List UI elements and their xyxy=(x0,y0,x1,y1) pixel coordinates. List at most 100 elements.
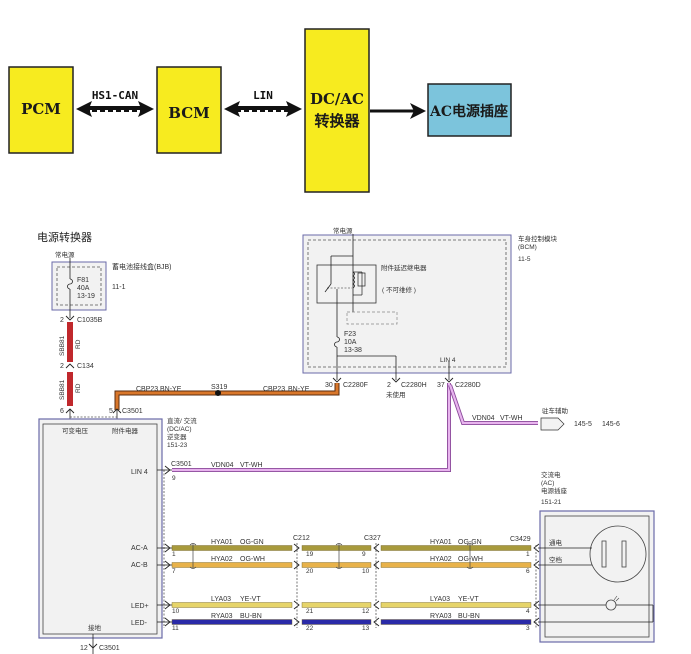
cbp23-circuit-2: CBP23 xyxy=(263,386,285,393)
pin-label-ac-a: AC-A xyxy=(131,545,148,552)
lin-connector-label: C3501 xyxy=(171,461,192,468)
bjb-supply-label: 常电源 xyxy=(55,250,75,259)
socket-name-line2: (AC) xyxy=(541,480,554,487)
socket-neutral-label: 空档 xyxy=(549,555,562,564)
lin-bus-arrow xyxy=(224,101,302,117)
c2280h-note: 未使用 xyxy=(386,390,406,399)
socket-name-line1: 交流电 xyxy=(541,470,561,479)
c327-pin-icon xyxy=(373,543,380,553)
c212-pin-number: 20 xyxy=(306,568,314,575)
dcac-label-line1: DC/AC xyxy=(310,90,364,108)
ground-connector-icon xyxy=(88,643,98,649)
hs1-can-bus-arrow xyxy=(76,101,154,117)
converter-name-line2: (DC/AC) xyxy=(167,426,192,433)
sbb81-circuit-1: SBB81 xyxy=(59,335,66,356)
vdn04-color: VT-WH xyxy=(240,462,263,469)
s319-label: S319 xyxy=(211,384,227,391)
ac-socket-block xyxy=(427,83,512,137)
pin-label-ac-b: AC-B xyxy=(131,562,148,569)
c327-pin-number: 12 xyxy=(362,608,370,615)
converter-pins xyxy=(88,465,172,654)
c2280h-label: C2280H xyxy=(401,382,427,389)
c327-pin-icon xyxy=(373,560,380,570)
fuse-f81-icon xyxy=(67,278,73,290)
c327-pin-icon xyxy=(373,617,380,627)
c212-pin-number: 22 xyxy=(306,625,314,632)
socket-live-label: 通电 xyxy=(549,538,563,547)
wire-color-label: YE-VT xyxy=(458,596,479,603)
f81-id: F81 xyxy=(77,277,89,284)
c212-pin-icon xyxy=(293,543,300,553)
relay-coil-icon xyxy=(352,271,355,289)
wire-color-label: BU-BN xyxy=(458,613,480,620)
wire-sbb81 xyxy=(65,322,75,420)
bcm-page-ref: 11-5 xyxy=(518,256,531,263)
bcm-module: 常电源 附件延迟继电器 ( 不可维修 ) F23 10A 13-38 LIN 4… xyxy=(302,226,558,380)
bcm-name-line1: 车身控制模块 xyxy=(518,234,558,243)
sbb81-circuit-2: SBB81 xyxy=(59,379,66,400)
vdn04-branch-circuit: VDN04 xyxy=(472,415,495,422)
c3429-label: C3429 xyxy=(510,536,531,543)
socket-page-ref: 151-21 xyxy=(541,499,562,506)
park-assist-ref1[interactable]: 145-5 xyxy=(574,421,592,428)
c3429-pin-icon xyxy=(533,600,540,610)
pcm-block xyxy=(8,66,74,154)
c2280h-pin: 2 xyxy=(387,382,391,389)
connector-c1035b-icon xyxy=(65,315,75,321)
pin-num-7: 7 xyxy=(172,568,176,575)
dcac-converter: 可变电压 附件电器 接地 直流/ 交流 (DC/AC) 逆变器 151-23 xyxy=(38,416,197,639)
park-assist-label: 驻车辅助 xyxy=(542,406,569,415)
ground-pin: 12 xyxy=(80,645,88,652)
c2280d-connector-icon xyxy=(444,377,454,383)
wire-rya03-segment-2 xyxy=(301,619,372,625)
pin-num-10: 10 xyxy=(172,608,180,615)
wire-hya01-segment-1 xyxy=(171,545,293,551)
wire-lya03-segment-3 xyxy=(380,602,532,608)
wire-circuit-label: HYA02 xyxy=(430,556,452,563)
ac-power-socket: 通电 空档 交流电 (AC) 电源插座 151-21 xyxy=(538,470,655,643)
vdn04-circuit: VDN04 xyxy=(211,462,234,469)
wire-circuit-label: LYA03 xyxy=(211,596,231,603)
pin-label-led-plus: LED+ xyxy=(131,603,149,610)
f23-ref: 13-38 xyxy=(344,347,362,354)
wire-circuit-label: HYA02 xyxy=(211,556,233,563)
pin-label-led-minus: LED- xyxy=(131,620,148,627)
c327-pin-number: 13 xyxy=(362,625,370,632)
schematic-title: 电源转换器 xyxy=(37,230,92,244)
wire-color-label: YE-VT xyxy=(240,596,261,603)
wire-circuit-label: LYA03 xyxy=(430,596,450,603)
wire-circuit-label: HYA01 xyxy=(430,539,452,546)
converter-ground-label: 接地 xyxy=(88,623,102,632)
park-assist-connector-icon[interactable] xyxy=(540,417,565,431)
f23-rating: 10A xyxy=(344,339,357,346)
c1035b-label: C1035B xyxy=(77,317,103,324)
c327-pin-number: 9 xyxy=(362,551,366,558)
wire-hya01-segment-3 xyxy=(380,545,532,551)
f81-ref: 13-19 xyxy=(77,293,95,300)
c212-pin-number: 19 xyxy=(306,551,314,558)
splice-s319 xyxy=(215,390,221,396)
converter-accessory: 附件电器 xyxy=(112,426,139,435)
lin-label: LIN xyxy=(253,89,273,102)
wire-color-label: OG-WH xyxy=(458,556,483,563)
sbb81-end-pin: 6 xyxy=(60,408,64,415)
wire-lya03-segment-1 xyxy=(171,602,293,608)
wire-hya02-segment-2 xyxy=(301,562,372,568)
bcm-supply-label: 常电源 xyxy=(333,226,353,235)
park-assist-ref2[interactable]: 145-6 xyxy=(602,421,620,428)
f81-rating: 40A xyxy=(77,285,90,292)
wire-color-label: OG-GN xyxy=(240,539,264,546)
c212-pin-icon xyxy=(293,560,300,570)
wire-circuit-label: HYA01 xyxy=(211,539,233,546)
wire-circuit-label: RYA03 xyxy=(430,613,452,620)
ac-socket-label: AC电源插座 xyxy=(429,103,508,120)
c1035b-pin: 2 xyxy=(60,317,64,324)
sbb81-color-1: RD xyxy=(75,339,82,349)
wire-color-label: BU-BN xyxy=(240,613,262,620)
relay-box xyxy=(316,264,377,304)
f23-id: F23 xyxy=(344,331,356,338)
c2280d-label: C2280D xyxy=(455,382,481,389)
wire-color-label: OG-GN xyxy=(458,539,482,546)
wire-hya02-segment-3 xyxy=(380,562,532,568)
